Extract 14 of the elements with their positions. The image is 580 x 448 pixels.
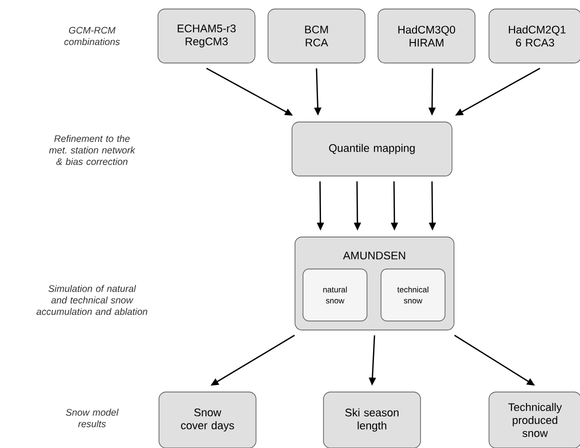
process-box: ECHAM5-r3 RegCM3 — [158, 8, 256, 64]
component-box: technical snow — [380, 268, 446, 322]
process-box: HadCM2Q1 6 RCA3 — [488, 8, 580, 64]
component-box: natural snow — [302, 268, 368, 322]
stage-label: Simulation of natural and technical snow accumulation and ablation — [36, 285, 148, 315]
process-box: Snow cover days — [158, 392, 256, 448]
process-box: HadCM3Q0 HIRAM — [378, 8, 476, 64]
stage-label: GCM-RCM combinations — [64, 26, 120, 46]
stage-label: Snow model results — [66, 408, 119, 428]
stage-label: Refinement to the met. station network & bias correction — [49, 135, 136, 165]
process-box: BCM RCA — [268, 8, 366, 64]
process-box: Technically produced snow — [488, 392, 580, 448]
process-box: Ski season length — [323, 392, 421, 448]
process-box: Quantile mapping — [292, 122, 452, 176]
